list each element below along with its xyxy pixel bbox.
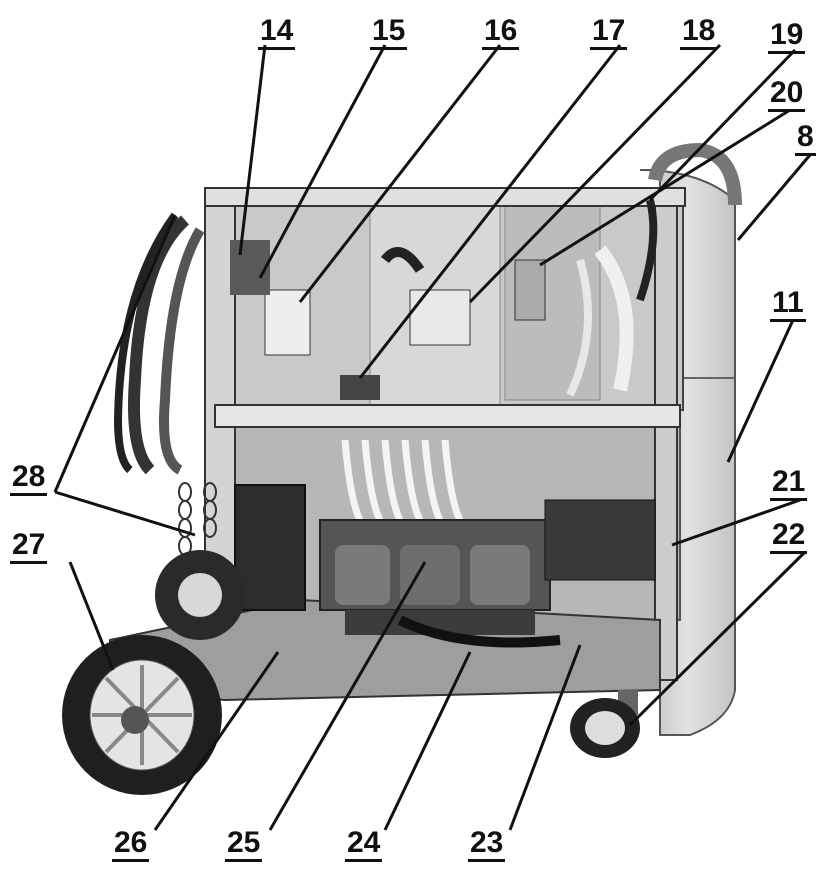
callout-17-text: 17 — [590, 16, 628, 50]
fan — [234, 484, 306, 611]
caster-wheel — [570, 690, 640, 758]
chain — [178, 482, 217, 556]
callout-22-text: 22 — [770, 520, 808, 554]
callout-14-text: 14 — [258, 16, 296, 50]
callout-25-text: 25 — [225, 828, 263, 862]
callout-11: 11 — [770, 288, 806, 322]
leader-lines — [53, 43, 812, 831]
callout-25: 25 — [225, 828, 263, 862]
callout-28: 28 — [10, 462, 48, 496]
callout-23: 23 — [468, 828, 506, 862]
transformer-small — [409, 289, 471, 346]
rear-wheel — [62, 635, 222, 795]
callout-14: 14 — [258, 16, 296, 50]
callout-21: 21 — [770, 467, 808, 501]
callout-19-text: 19 — [768, 20, 806, 54]
terminal-block — [340, 375, 380, 400]
callout-28-text: 28 — [10, 462, 48, 496]
callout-11-text: 11 — [770, 288, 806, 322]
callout-19: 19 — [768, 20, 806, 54]
callout-18-text: 18 — [680, 16, 718, 50]
callout-20: 20 — [768, 78, 806, 112]
callout-17: 17 — [590, 16, 628, 50]
callout-23-text: 23 — [468, 828, 506, 862]
callout-21-text: 21 — [770, 467, 808, 501]
callout-16: 16 — [482, 16, 520, 50]
callout-27: 27 — [10, 530, 48, 564]
callout-16-text: 16 — [482, 16, 520, 50]
callout-20-text: 20 — [768, 78, 806, 112]
callout-15-text: 15 — [370, 16, 408, 50]
callout-8: 8 — [795, 122, 816, 156]
callout-26: 26 — [112, 828, 150, 862]
rectifier — [544, 499, 656, 581]
callout-22: 22 — [770, 520, 808, 554]
callout-8-text: 8 — [795, 122, 816, 156]
callout-15: 15 — [370, 16, 408, 50]
callout-24: 24 — [345, 828, 383, 862]
callout-18: 18 — [680, 16, 718, 50]
callout-27-text: 27 — [10, 530, 48, 564]
callout-24-text: 24 — [345, 828, 383, 862]
callout-26-text: 26 — [112, 828, 150, 862]
